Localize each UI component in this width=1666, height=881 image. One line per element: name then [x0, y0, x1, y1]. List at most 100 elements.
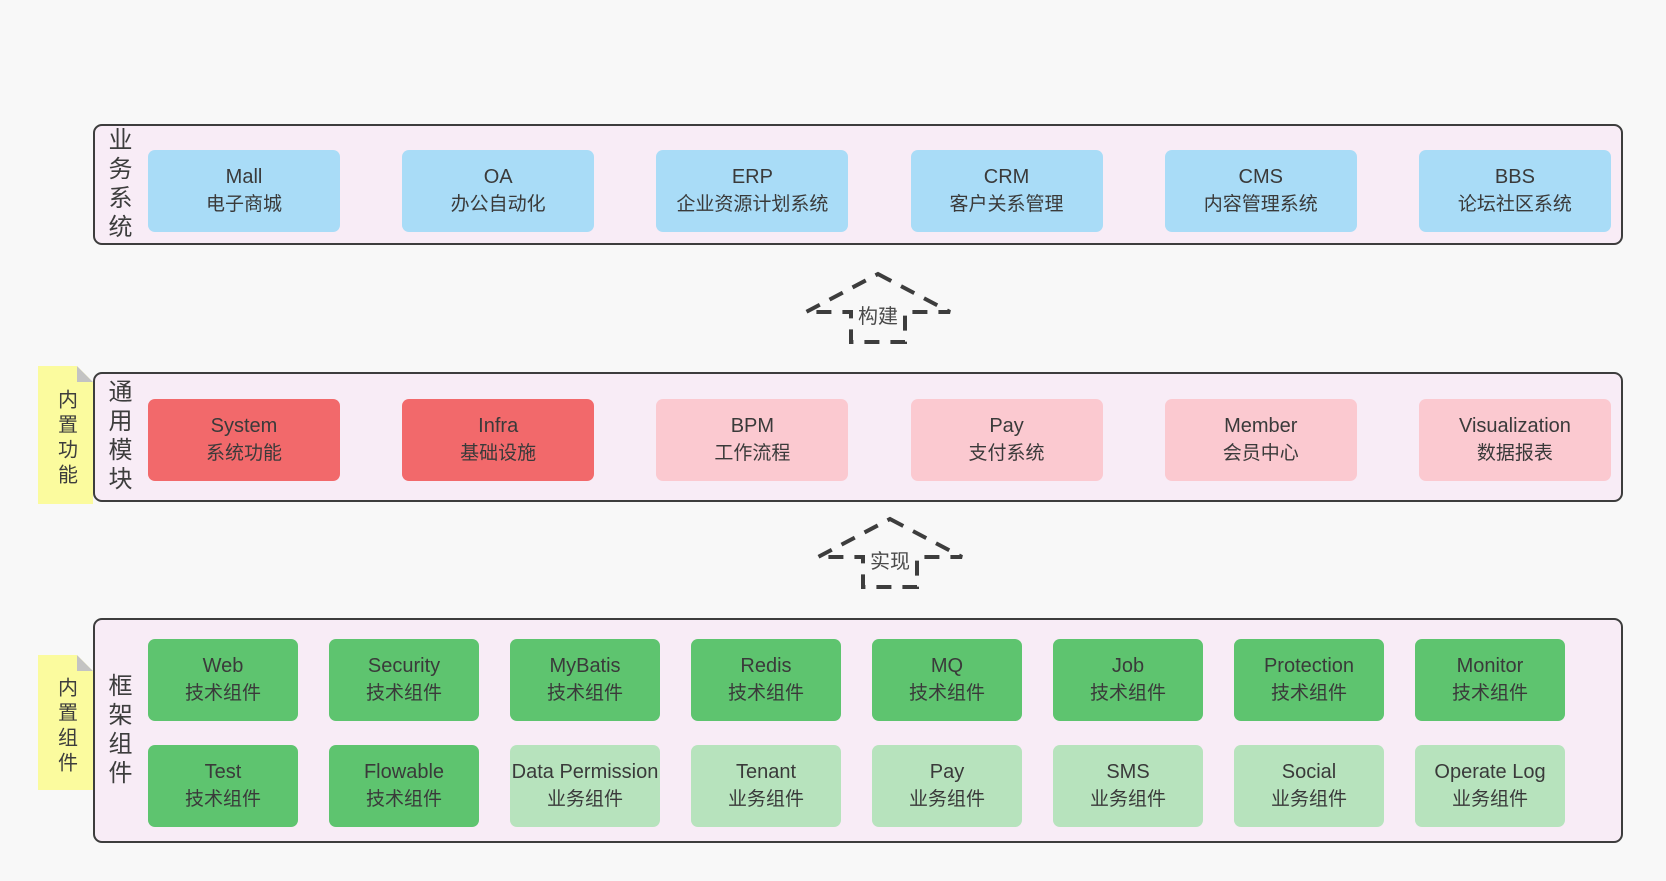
build-arrow: 构建 — [803, 271, 953, 345]
box-name: CMS — [1238, 166, 1283, 189]
box-desc: 业务组件 — [1089, 788, 1166, 810]
box-name: Monitor — [1456, 655, 1524, 678]
implement-arrow-label: 实现 — [866, 549, 914, 575]
box-mall: Mall 电子商城 — [148, 150, 340, 232]
framework-components-panel: 框架组件 Web 技术组件 Security 技术组件 MyBatis 技术组件… — [93, 618, 1623, 843]
box-monitor: Monitor 技术组件 — [1415, 639, 1565, 721]
box-desc: 支付系统 — [968, 442, 1045, 464]
box-system: System 系统功能 — [148, 399, 340, 481]
box-desc: 技术组件 — [184, 682, 261, 704]
box-desc: 业务组件 — [546, 788, 623, 810]
business-systems-label: 业务系统 — [104, 126, 131, 243]
box-desc: 技术组件 — [1089, 682, 1166, 704]
box-operate-log: Operate Log 业务组件 — [1415, 745, 1565, 827]
box-data-permission: Data Permission 业务组件 — [510, 745, 660, 827]
box-name: ERP — [731, 166, 773, 189]
box-name: BBS — [1494, 166, 1535, 189]
box-desc: 数据报表 — [1476, 442, 1553, 464]
framework-components-row-1: Web 技术组件 Security 技术组件 MyBatis 技术组件 Redi… — [148, 639, 1565, 721]
box-name: Pay — [989, 415, 1024, 438]
box-desc: 技术组件 — [365, 788, 442, 810]
box-name: MyBatis — [549, 655, 621, 678]
box-bbs: BBS 论坛社区系统 — [1418, 150, 1611, 232]
box-desc: 系统功能 — [205, 442, 282, 464]
builtin-features-sticky-note: 内置功能 — [38, 366, 93, 504]
box-desc: 技术组件 — [184, 788, 261, 810]
box-name: Redis — [740, 655, 792, 678]
box-name: Flowable — [363, 761, 445, 784]
sticky-fold-corner — [77, 655, 93, 671]
builtin-components-label: 内置组件 — [54, 676, 77, 777]
framework-components-row-2: Test 技术组件 Flowable 技术组件 Data Permission … — [148, 745, 1565, 827]
box-visualization: Visualization 数据报表 — [1418, 399, 1611, 481]
box-name: Test — [204, 761, 242, 784]
box-infra: Infra 基础设施 — [402, 399, 595, 481]
box-name: Mall — [225, 166, 263, 189]
box-bpm: BPM 工作流程 — [656, 399, 849, 481]
box-desc: 技术组件 — [1270, 682, 1347, 704]
box-flowable: Flowable 技术组件 — [329, 745, 479, 827]
box-desc: 技术组件 — [546, 682, 623, 704]
box-member: Member 会员中心 — [1164, 399, 1357, 481]
box-desc: 论坛社区系统 — [1457, 193, 1572, 215]
box-mq: MQ 技术组件 — [872, 639, 1022, 721]
box-name: Operate Log — [1434, 761, 1546, 784]
box-desc: 技术组件 — [1451, 682, 1528, 704]
box-desc: 客户关系管理 — [949, 193, 1064, 215]
box-crm: CRM 客户关系管理 — [910, 150, 1103, 232]
box-name: Pay — [929, 761, 965, 784]
box-security: Security 技术组件 — [329, 639, 479, 721]
box-mybatis: MyBatis 技术组件 — [510, 639, 660, 721]
up-arrow-icon — [817, 516, 963, 589]
business-systems-panel: 业务系统 Mall 电子商城 OA 办公自动化 ERP 企业资源计划系统 CRM… — [93, 124, 1623, 245]
box-social: Social 业务组件 — [1234, 745, 1384, 827]
box-desc: 电子商城 — [205, 193, 282, 215]
box-desc: 业务组件 — [908, 788, 985, 810]
box-web: Web 技术组件 — [148, 639, 298, 721]
build-arrow-label: 构建 — [854, 304, 902, 330]
box-protection: Protection 技术组件 — [1234, 639, 1384, 721]
box-test: Test 技术组件 — [148, 745, 298, 827]
box-desc: 企业资源计划系统 — [676, 193, 829, 215]
box-desc: 基础设施 — [460, 442, 537, 464]
box-name: Protection — [1263, 655, 1355, 678]
box-desc: 会员中心 — [1222, 442, 1299, 464]
box-tenant: Tenant 业务组件 — [691, 745, 841, 827]
box-desc: 技术组件 — [908, 682, 985, 704]
builtin-features-label: 内置功能 — [54, 389, 77, 489]
box-erp: ERP 企业资源计划系统 — [656, 150, 849, 232]
box-name: Infra — [478, 415, 519, 438]
box-name: Web — [202, 655, 244, 678]
box-redis: Redis 技术组件 — [691, 639, 841, 721]
box-pay: Pay 支付系统 — [910, 399, 1103, 481]
box-name: Security — [367, 655, 441, 678]
common-modules-label: 通用模块 — [104, 379, 131, 495]
framework-components-label: 框架组件 — [104, 672, 131, 789]
box-desc: 工作流程 — [714, 442, 791, 464]
common-modules-row: System 系统功能 Infra 基础设施 BPM 工作流程 Pay 支付系统… — [148, 399, 1611, 481]
box-desc: 业务组件 — [1451, 788, 1528, 810]
box-name: SMS — [1106, 761, 1150, 784]
box-oa: OA 办公自动化 — [402, 150, 595, 232]
builtin-components-sticky-note: 内置组件 — [38, 655, 93, 790]
box-sms: SMS 业务组件 — [1053, 745, 1203, 827]
box-name: MQ — [930, 655, 964, 678]
box-desc: 业务组件 — [1270, 788, 1347, 810]
box-pay-component: Pay 业务组件 — [872, 745, 1022, 827]
box-name: Data Permission — [511, 761, 659, 784]
box-name: Job — [1111, 655, 1145, 678]
box-job: Job 技术组件 — [1053, 639, 1203, 721]
sticky-fold-corner — [77, 366, 93, 382]
business-systems-row: Mall 电子商城 OA 办公自动化 ERP 企业资源计划系统 CRM 客户关系… — [148, 150, 1611, 232]
box-name: CRM — [983, 166, 1030, 189]
box-name: Member — [1224, 415, 1298, 438]
box-desc: 内容管理系统 — [1203, 193, 1318, 215]
up-arrow-icon — [805, 271, 951, 344]
box-cms: CMS 内容管理系统 — [1164, 150, 1357, 232]
box-name: Social — [1281, 761, 1337, 784]
box-desc: 技术组件 — [727, 682, 804, 704]
implement-arrow: 实现 — [815, 516, 965, 590]
box-desc: 办公自动化 — [450, 193, 546, 215]
box-desc: 业务组件 — [727, 788, 804, 810]
